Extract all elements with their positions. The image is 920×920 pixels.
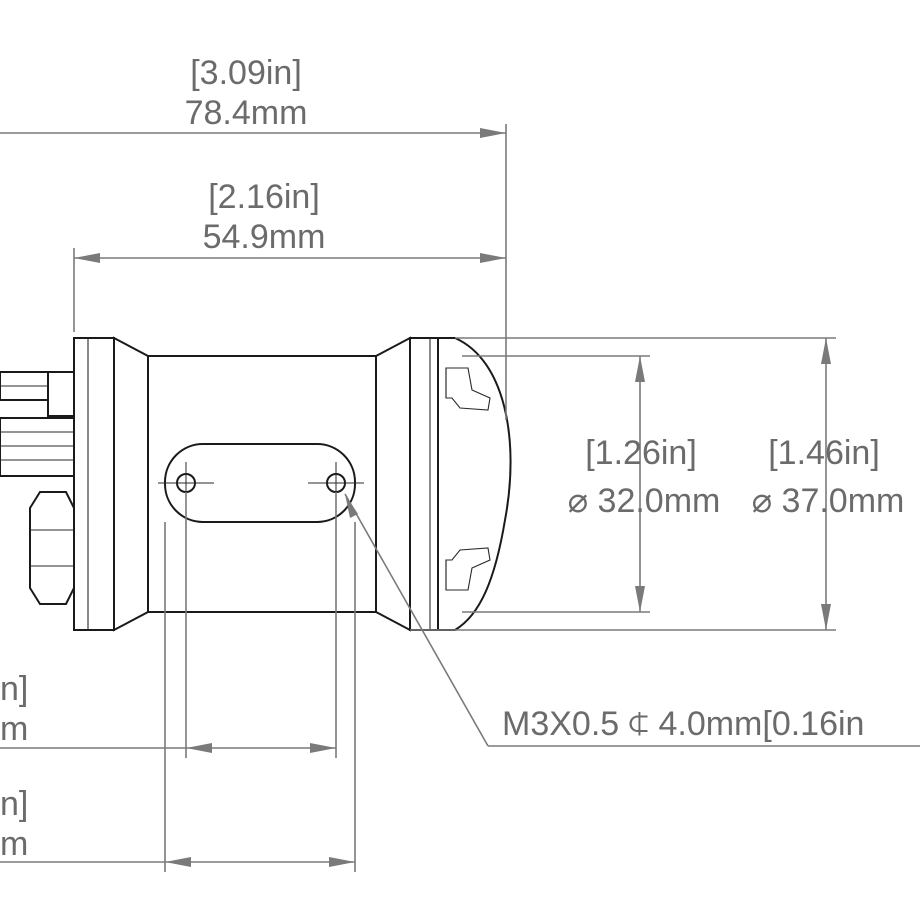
dim-hole-spacing: n] m [0,492,337,758]
overall-length-mm: 78.4mm [185,94,308,132]
overall-length-inch: [3.09in] [190,54,302,92]
dim-overall-length: [3.09in] 78.4mm [0,54,507,420]
body-length-mm: 54.9mm [203,218,326,256]
outer-diameter-mm: ⌀ 37.0mm [752,482,905,520]
inner-diameter-mm: ⌀ 32.0mm [568,482,721,520]
hole-spacing-mm: m [0,710,28,748]
body-length-inch: [2.16in] [208,178,320,216]
dim-body-length: [2.16in] 54.9mm [73,178,506,332]
slot-length-mm: m [0,825,28,863]
thread-callout: M3X0.5 ⍧ 4.0mm[0.16in [344,493,920,747]
dim-outer-diameter: [1.46in] ⌀ 37.0mm [410,337,905,631]
dim-inner-diameter: [1.26in] ⌀ 32.0mm [462,355,721,613]
thread-callout-text: M3X0.5 ⍧ 4.0mm[0.16in [502,705,864,743]
hole-spacing-inch: n] [0,670,28,708]
dim-slot-length: n] m [0,522,356,872]
outer-diameter-inch: [1.46in] [768,434,880,472]
part-outline [0,336,512,632]
inner-diameter-inch: [1.26in] [585,434,697,472]
slot-length-inch: n] [0,785,28,823]
